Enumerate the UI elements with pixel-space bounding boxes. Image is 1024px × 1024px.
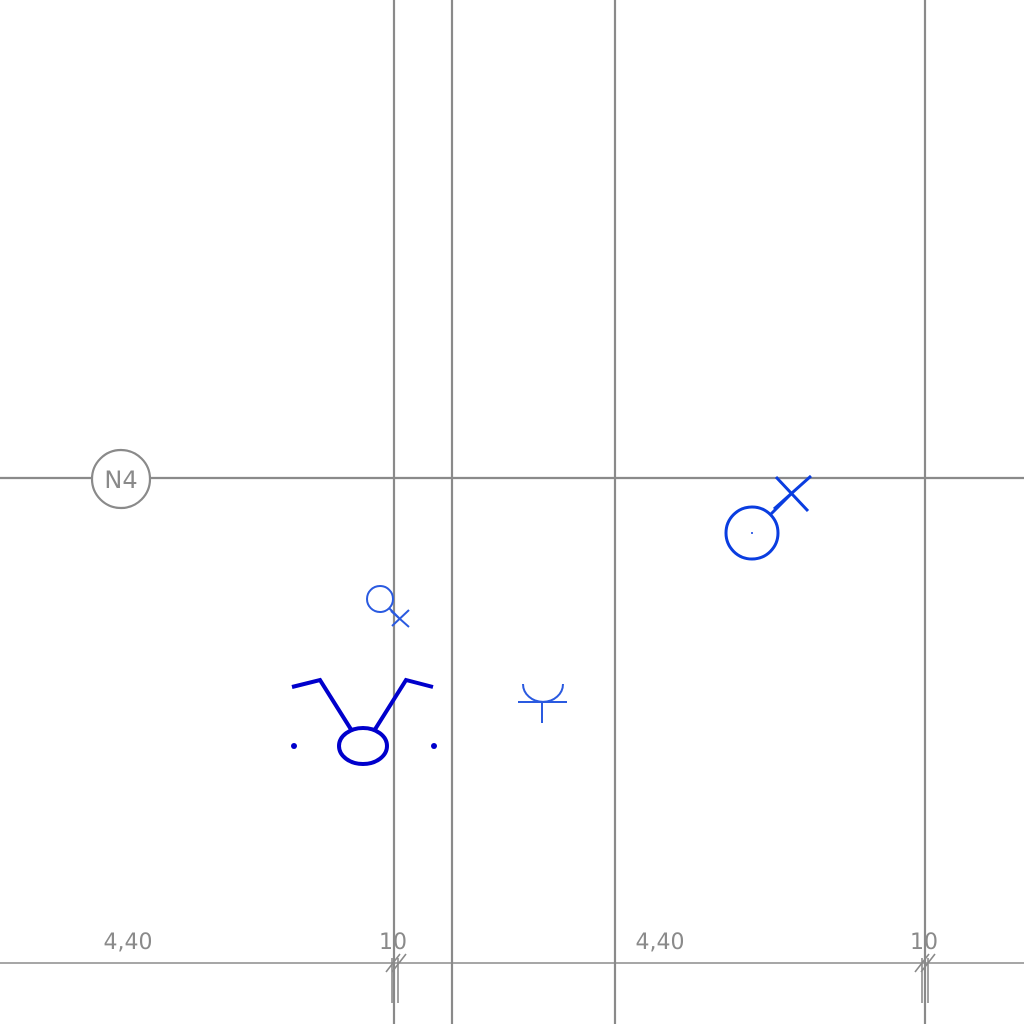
symbol-center-dot — [751, 532, 753, 534]
symbol-circle — [366, 585, 394, 613]
symbol-cross-b — [773, 474, 812, 511]
symbol-cup-arc — [522, 683, 564, 703]
symbol-ellipse — [337, 726, 389, 766]
symbol-right-arm — [372, 677, 434, 733]
small-circle-cross-symbol — [366, 585, 410, 628]
grid-bubble-label: N4 — [104, 466, 137, 494]
v-ellipse-symbol — [291, 677, 437, 766]
large-circle-cross-symbol — [724, 474, 812, 561]
dimension-span-2: 4,40 — [636, 930, 685, 955]
symbol-circle — [724, 505, 780, 561]
dimension-span-1: 4,40 — [104, 930, 153, 955]
symbol-left-arm — [291, 677, 354, 733]
dimension-tick — [391, 953, 407, 973]
symbol-dot-left — [291, 743, 297, 749]
dimension-tick — [385, 953, 401, 973]
grid-bubble-circle — [90, 448, 152, 510]
grid-bubble: N4 — [90, 448, 152, 510]
dimension-line: 4,40 10 4,40 10 — [0, 930, 1024, 1003]
cup-antenna-symbol — [518, 683, 567, 723]
symbol-dot-right — [431, 743, 437, 749]
symbol-cross-b — [391, 609, 410, 627]
dimension-offset-1: 10 — [379, 930, 407, 955]
dimension-offset-2: 10 — [910, 930, 938, 955]
